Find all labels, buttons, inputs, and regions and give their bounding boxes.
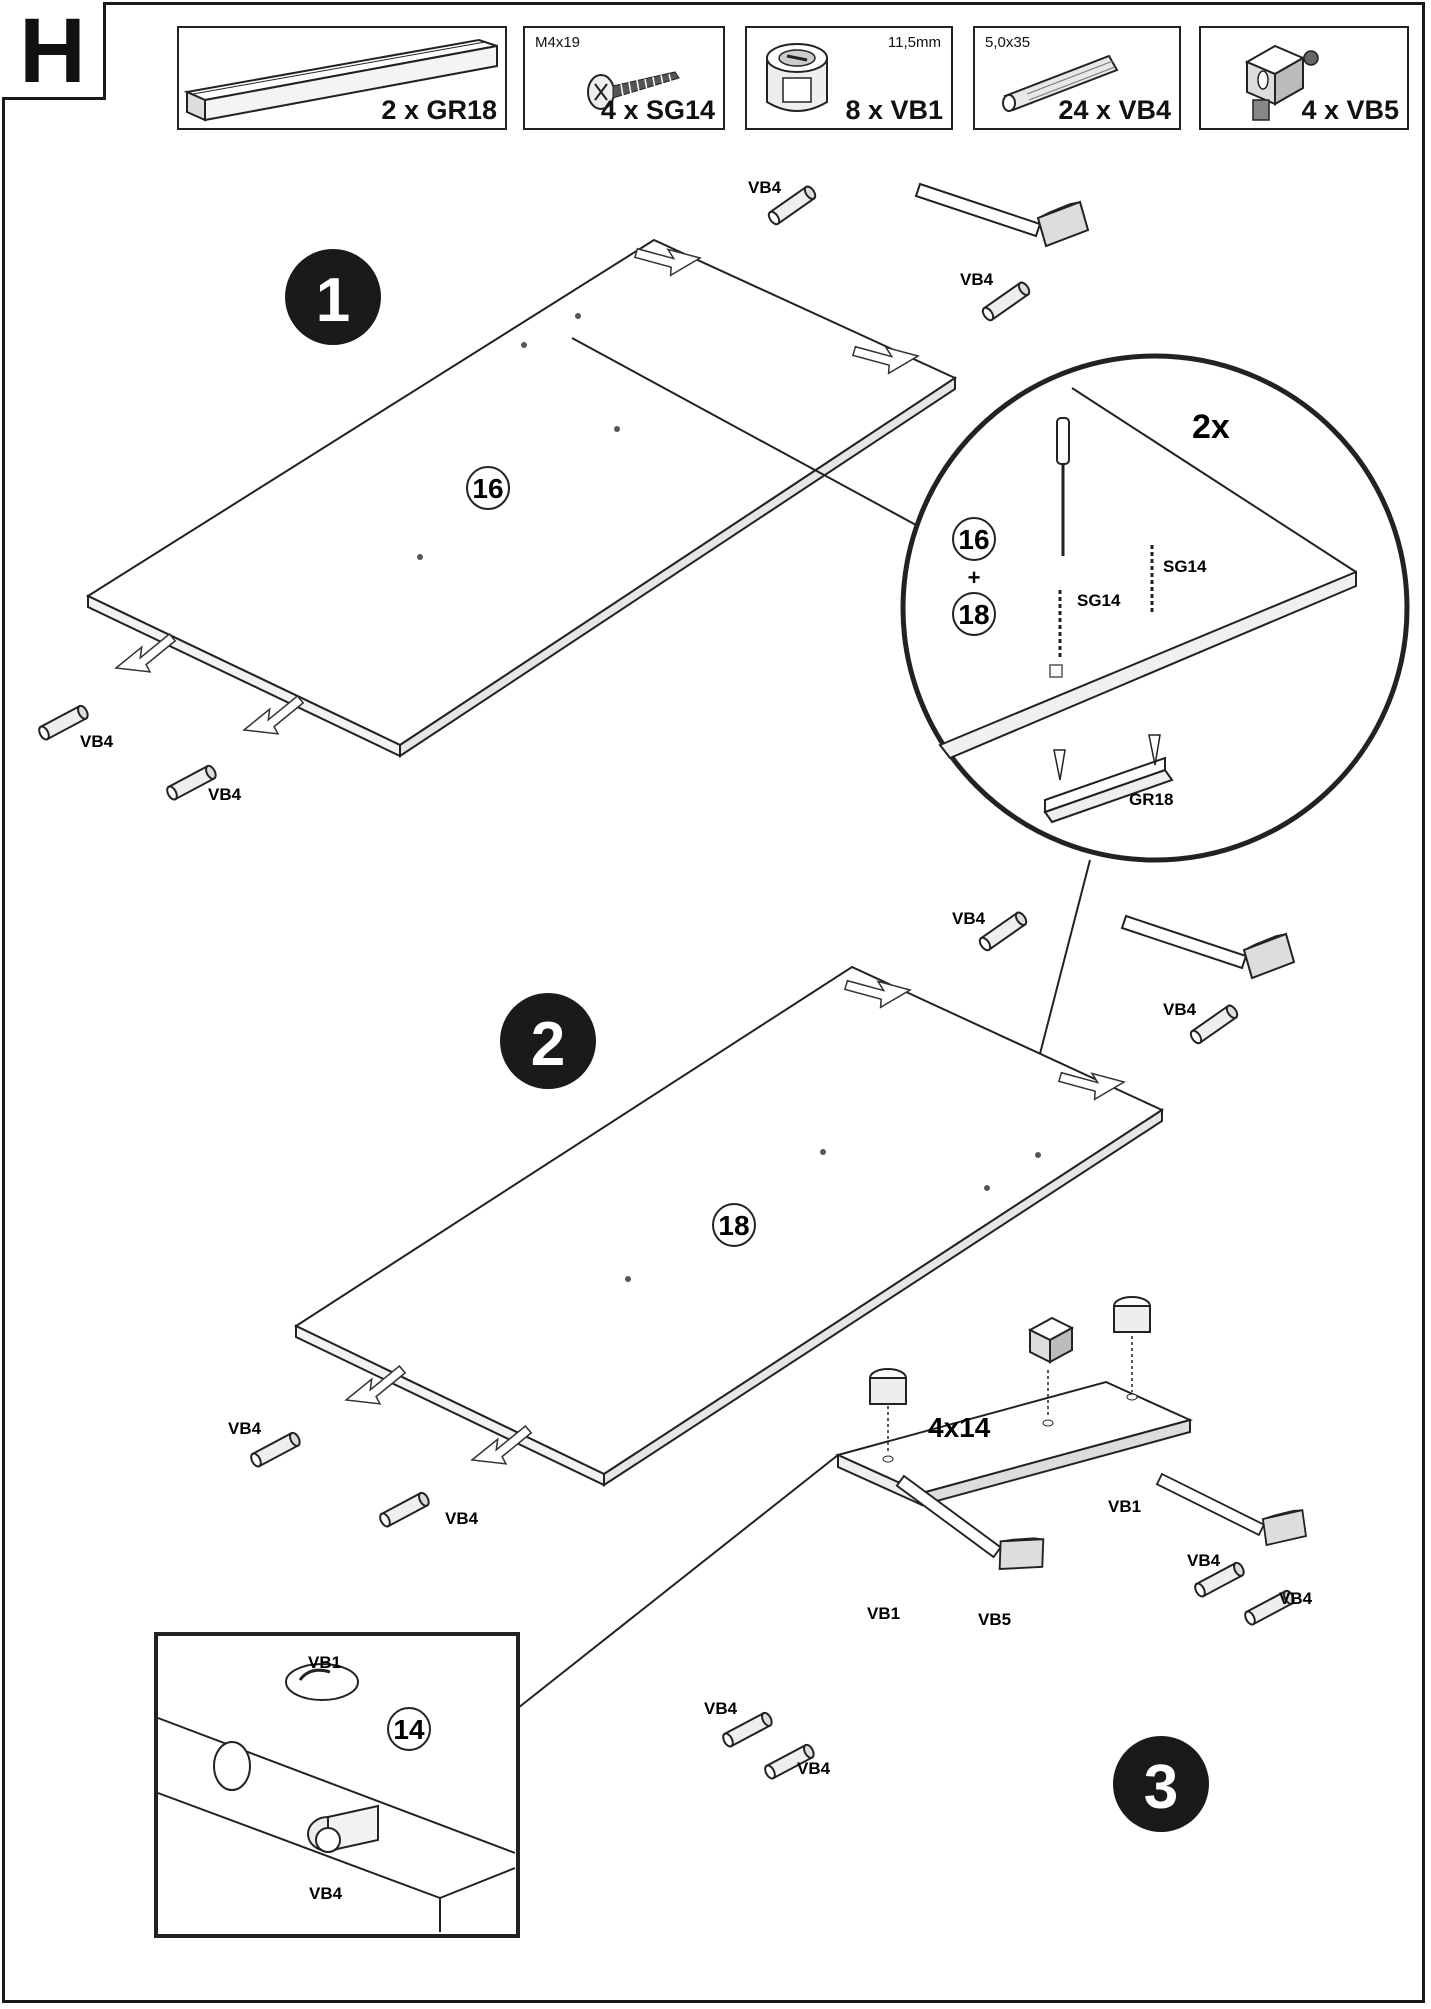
part-qty: 24 x VB4 [1058,95,1171,125]
dowel-label: VB4 [208,785,242,804]
part-spec: 5,0x35 [985,34,1031,51]
section-letter-box: H [2,2,106,100]
part-spec: M4x19 [535,34,581,51]
step-2-badge: 2 [500,993,596,1089]
detail-box-14 [154,1454,839,1938]
svg-text:16: 16 [472,473,503,504]
svg-text:3: 3 [1144,1753,1178,1822]
connector-icon [1244,44,1319,121]
part-vb5: 4 x VB5 [1199,26,1409,130]
section-letter: H [19,0,86,102]
dowel-label: VB4 [1187,1551,1221,1570]
svg-text:16: 16 [958,524,989,555]
svg-text:14: 14 [393,1714,425,1745]
screw-icon [587,71,680,110]
panel-16-label: 16 [466,466,510,510]
detail-multiplier: 2x [1192,408,1230,446]
detail-circle [900,353,1410,1171]
part-vb4: 5,0x35 24 x VB4 [973,26,1181,130]
detail-dowel-label: VB4 [309,1884,343,1903]
dowel-label: VB4 [704,1699,738,1718]
part-gr18: 2 x GR18 [177,26,507,130]
dowel-icon [1002,54,1119,112]
dowel-label: VB4 [228,1419,262,1438]
step-3-badge: 3 [1113,1736,1209,1832]
screw-label: SG14 [1077,591,1121,610]
panel-14-label: 4x14 [928,1412,991,1443]
part-sg14: M4x19 4 x SG14 [523,26,725,130]
dowel-label: VB4 [80,732,114,751]
cam-label: VB1 [1108,1497,1141,1516]
dowel-label: VB4 [445,1509,479,1528]
connector-label: VB5 [978,1610,1011,1629]
svg-text:2: 2 [531,1010,565,1079]
dowel-label: VB4 [960,270,994,289]
panel-16 [85,238,958,758]
detail-panel-18: 18 [952,592,996,636]
part-vb1: 11,5mm 8 x VB1 [745,26,953,130]
dowel-label: VB4 [1279,1589,1313,1608]
detail-panel-14: 14 [387,1707,431,1751]
screw-label: SG14 [1163,557,1207,576]
part-qty: 2 x GR18 [381,95,497,125]
rail-label: GR18 [1129,790,1173,809]
part-qty: 4 x SG14 [600,95,715,125]
part-spec: 11,5mm [887,34,941,51]
step3-hardware [720,1296,1313,1782]
panel-14 [835,1380,1193,1507]
detail-cam-label: VB1 [308,1653,341,1672]
cam-lock-icon [766,43,828,112]
svg-text:18: 18 [718,1210,749,1241]
part-qty: 4 x VB5 [1301,95,1399,125]
dowel-label: VB4 [797,1759,831,1778]
dowel-label: VB4 [1163,1000,1197,1019]
svg-text:1: 1 [316,266,350,335]
part-qty: 8 x VB1 [845,95,943,125]
detail-panel-16: 16 [952,517,996,561]
panel-18-label: 18 [712,1203,756,1247]
step-1-badge: 1 [285,249,381,345]
dowel-label: VB4 [748,178,782,197]
cam-label: VB1 [867,1604,900,1623]
svg-text:18: 18 [958,599,989,630]
detail-plus: + [968,565,981,590]
rail-icon [183,38,498,122]
dowel-label: VB4 [952,909,986,928]
